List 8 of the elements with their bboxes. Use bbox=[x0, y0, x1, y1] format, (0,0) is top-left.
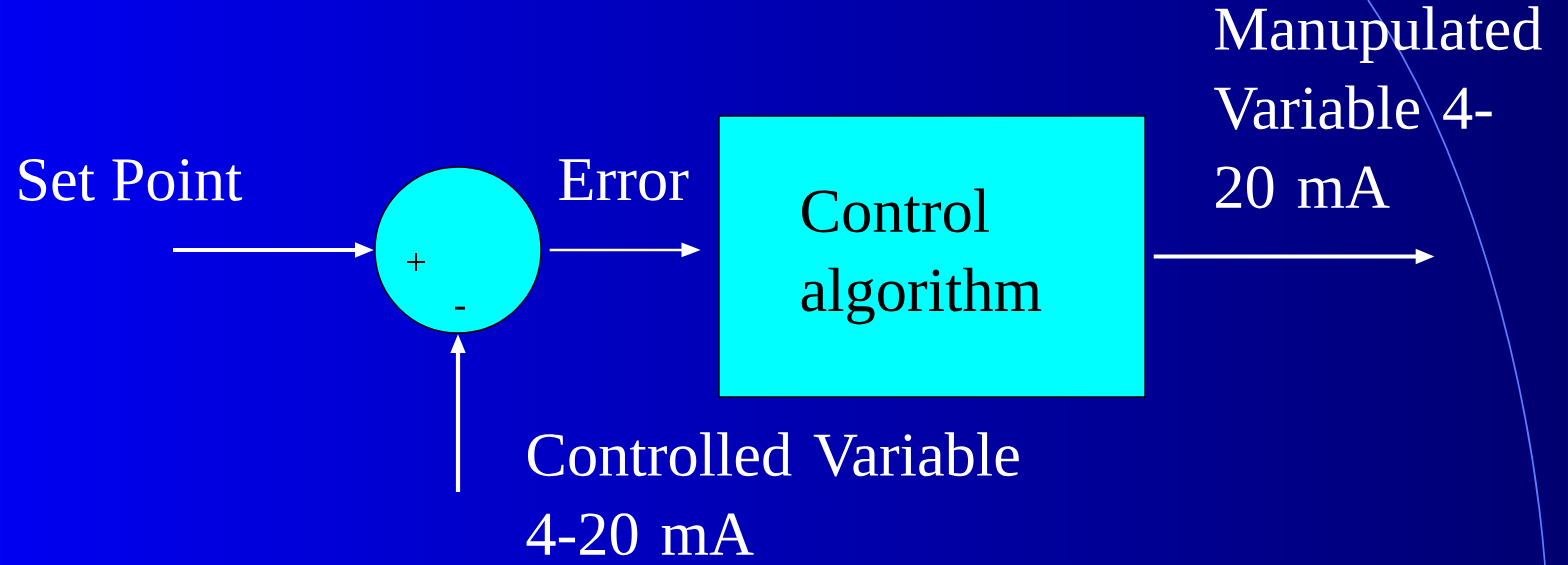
edge-label: Error bbox=[559, 159, 689, 201]
edge-label: Set Point bbox=[19, 159, 243, 201]
summing-junction bbox=[374, 166, 542, 334]
edge-label: Controlled Variable 4-20 mA bbox=[526, 432, 1019, 556]
edge-label: Manupulated Variable 4-20 mA bbox=[1214, 6, 1542, 209]
sign-label: + bbox=[407, 253, 426, 272]
sign-label: - bbox=[455, 306, 466, 310]
process-box: Control algorithm bbox=[718, 115, 1146, 398]
